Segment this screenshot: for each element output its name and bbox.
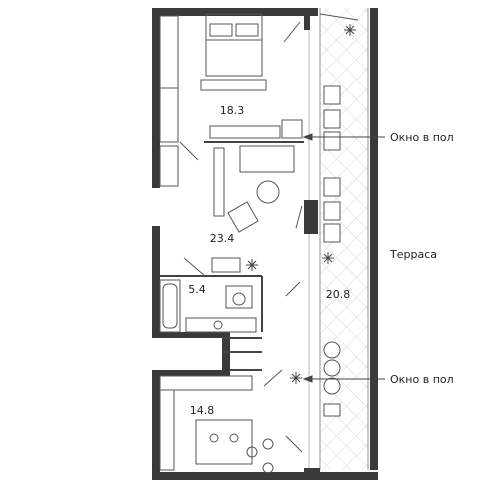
- walls: [152, 8, 378, 480]
- kitchen-fixtures: [159, 375, 274, 474]
- living-furniture: [159, 145, 295, 273]
- door-swings: [179, 13, 359, 453]
- room-area-bedroom: 18.3: [220, 104, 245, 117]
- bedroom-furniture: [159, 13, 303, 143]
- room-area-bathroom: 5.4: [188, 283, 206, 296]
- interior-walls: [160, 141, 304, 371]
- plant-icons: [246, 24, 356, 384]
- window-label-bottom: Окно в пол: [390, 373, 454, 386]
- window-arrows: [302, 133, 385, 383]
- room-area-terrace: 20.8: [326, 288, 351, 301]
- room-area-kitchen: 14.8: [190, 404, 215, 417]
- room-area-living: 23.4: [210, 232, 235, 245]
- bathroom-fixtures: [159, 279, 257, 333]
- window-label-top: Окно в пол: [390, 131, 454, 144]
- terrace-label: Терраса: [389, 248, 437, 261]
